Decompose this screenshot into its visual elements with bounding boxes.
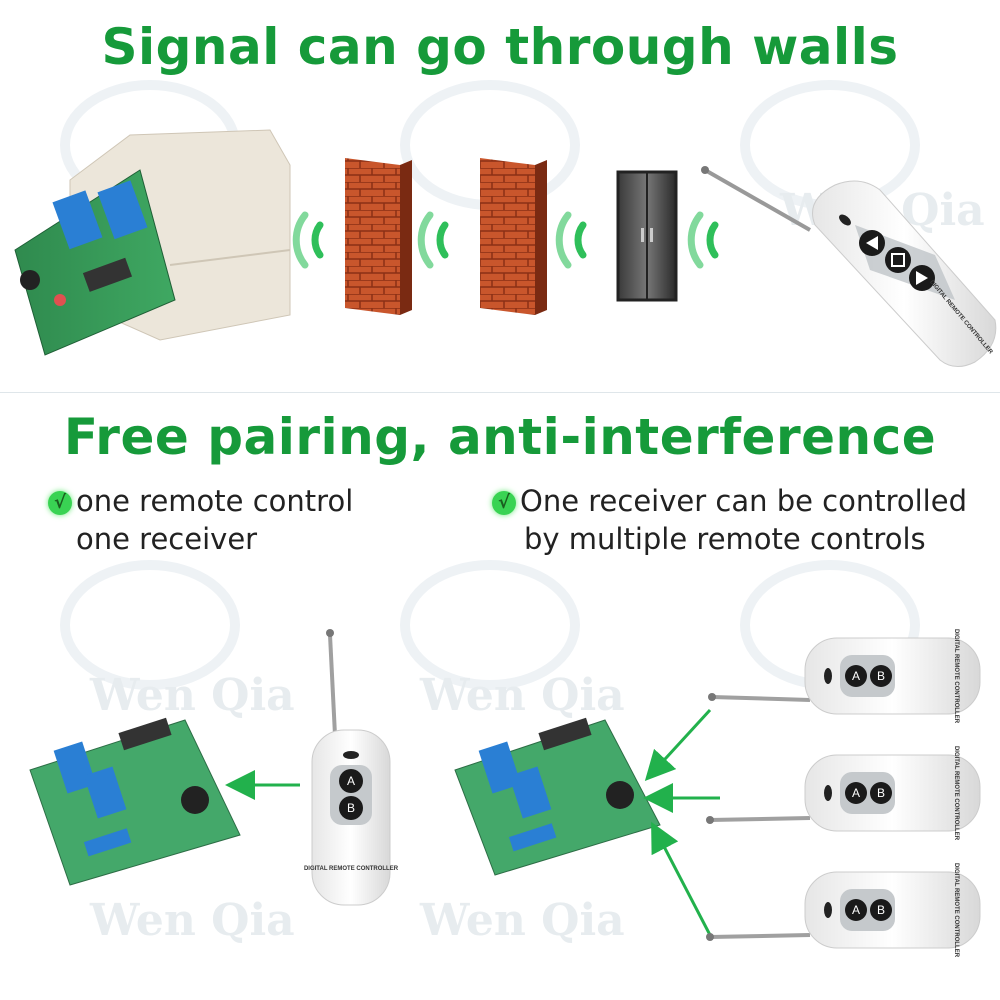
headline-walls: Signal can go through walls	[101, 18, 899, 76]
arrow-icon	[644, 708, 712, 782]
up-arrow-icon	[866, 236, 878, 250]
feature-single-pairing: √one remote control one receiver	[48, 482, 353, 558]
feature-line: one receiver	[76, 522, 258, 556]
down-arrow-icon	[916, 271, 928, 285]
button-b-label: B	[877, 903, 885, 917]
receiver-board-right	[454, 717, 661, 876]
check-icon: √	[48, 491, 72, 515]
remote-label: DIGITAL REMOTE CONTROLLER	[953, 746, 959, 841]
button-a-label: A	[347, 774, 355, 788]
stop-square-icon	[891, 253, 905, 267]
signal-wave-icon	[292, 211, 719, 269]
headline-pairing: Free pairing, anti-interference	[63, 408, 937, 466]
watermark-logo	[60, 560, 240, 690]
receiver-with-case	[14, 129, 291, 356]
remote-label: DIGITAL REMOTE CONTROLLER	[953, 629, 959, 724]
button-a-label: A	[852, 669, 860, 683]
watermark-text: Wen Qia	[420, 670, 625, 721]
door-icon	[616, 170, 678, 302]
section-divider	[0, 392, 1000, 393]
check-icon: √	[492, 491, 516, 515]
feature-multi-pairing: √One receiver can be controlled by multi…	[492, 482, 967, 558]
button-b-label: B	[347, 801, 355, 815]
watermark-text: Wen Qia	[420, 895, 625, 946]
button-b-label: B	[877, 786, 885, 800]
button-b-label: B	[877, 669, 885, 683]
remote-control-top	[701, 166, 997, 367]
brick-wall-icon	[345, 158, 412, 315]
watermark-text: Wen Qia	[90, 670, 295, 721]
brick-wall-icon	[480, 158, 547, 315]
feature-line: one remote control	[76, 484, 354, 518]
watermark-logo	[400, 560, 580, 690]
receiver-board-left	[29, 717, 241, 886]
button-a-label: A	[852, 786, 860, 800]
watermark-text: Wen Qia	[90, 895, 295, 946]
feature-line: by multiple remote controls	[524, 522, 926, 556]
remote-control-multi	[708, 637, 981, 715]
feature-line: One receiver can be controlled	[520, 484, 967, 518]
button-a-label: A	[852, 903, 860, 917]
arrow-icon	[651, 821, 712, 936]
remote-control-single	[311, 629, 391, 906]
remote-control-multi	[706, 754, 981, 832]
remote-control-multi	[706, 871, 981, 949]
remote-label: DIGITAL REMOTE CONTROLLER	[953, 863, 959, 958]
remote-label: DIGITAL REMOTE CONTROLLER	[304, 866, 399, 872]
